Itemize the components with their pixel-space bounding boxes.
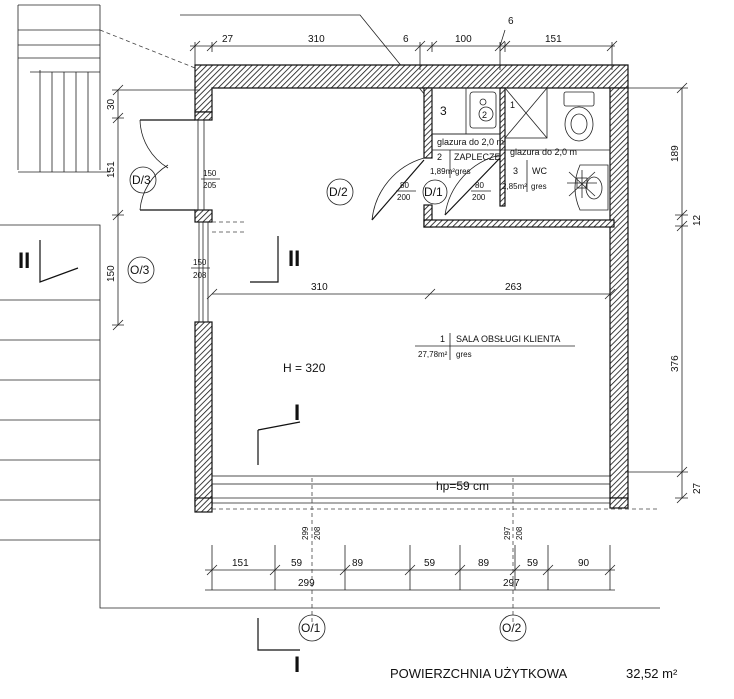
top-dim-2: 310 bbox=[308, 34, 325, 45]
bottom-dim-1: 151 bbox=[232, 558, 249, 569]
usable-area-value: 32,52 m² bbox=[626, 666, 678, 681]
usable-area-label: POWIERZCHNIA UŻYTKOWA bbox=[390, 666, 568, 681]
partition-a bbox=[423, 87, 433, 159]
axis-dim-3: 297 bbox=[503, 526, 512, 540]
top-dim-5: 151 bbox=[545, 34, 562, 45]
door-d2-w: 80 bbox=[400, 181, 409, 190]
drain-icon bbox=[567, 170, 597, 198]
bottom-dim-5: 89 bbox=[478, 558, 490, 569]
labels: 27 310 6 100 151 6 30 151 150 189 12 376… bbox=[18, 16, 703, 681]
glazura-label-2: glazura do 2,0 m bbox=[510, 147, 577, 157]
section-mark-i-top: I bbox=[294, 400, 300, 425]
bottom-dim-total-1: 299 bbox=[298, 578, 315, 589]
wall-left-top bbox=[194, 111, 213, 121]
dimension-lines bbox=[112, 29, 688, 625]
left-dim-1: 30 bbox=[106, 98, 117, 110]
room2-area: 1,89m² bbox=[430, 167, 455, 176]
axis-dim-2: 208 bbox=[313, 526, 322, 540]
door-d3-w: 150 bbox=[203, 169, 217, 178]
wall-top bbox=[194, 64, 629, 113]
sill-height: hp=59 cm bbox=[436, 479, 489, 493]
axis-dim-1: 299 bbox=[301, 526, 310, 540]
bottom-dim-4: 59 bbox=[424, 558, 436, 569]
room3wc-floor: gres bbox=[531, 182, 547, 191]
section-markers bbox=[39, 236, 301, 651]
shower bbox=[504, 87, 548, 139]
context-lines bbox=[0, 4, 660, 609]
mid-dim-2: 263 bbox=[505, 282, 522, 293]
room2-name: ZAPLECZE bbox=[454, 152, 501, 162]
top-dim-3: 6 bbox=[403, 34, 409, 45]
room-number-3: 3 bbox=[440, 104, 447, 118]
room1-name: SALA OBSŁUGI KLIENTA bbox=[456, 334, 560, 344]
axis-dim-4: 208 bbox=[515, 526, 524, 540]
bottom-dim-7: 90 bbox=[578, 558, 590, 569]
right-dim-3: 376 bbox=[670, 355, 681, 372]
door-d1-h: 200 bbox=[472, 193, 486, 202]
room2-floor: gres bbox=[455, 167, 471, 176]
section-mark-i-bottom: I bbox=[294, 652, 300, 677]
room2-number: 2 bbox=[437, 152, 442, 162]
window-o3-w: 150 bbox=[193, 258, 207, 267]
wall-right bbox=[609, 87, 629, 499]
cabinet-number: 2 bbox=[482, 110, 487, 120]
top-dim-extra: 6 bbox=[508, 16, 514, 27]
bottom-dim-3: 89 bbox=[352, 558, 364, 569]
door-d2 bbox=[371, 157, 425, 221]
room3wc-area: 2,85m² bbox=[502, 182, 527, 191]
washbasin-icon bbox=[574, 164, 609, 211]
door-d3 bbox=[139, 119, 205, 211]
room1-number: 1 bbox=[440, 334, 445, 344]
partition-horizontal bbox=[423, 219, 615, 228]
window-o3-h: 208 bbox=[193, 271, 207, 280]
right-dim-1: 189 bbox=[670, 145, 681, 162]
section-mark-ii-left: II bbox=[18, 248, 30, 273]
right-dim-2: 12 bbox=[692, 214, 703, 226]
bottom-dim-2: 59 bbox=[291, 558, 303, 569]
door-d1-w: 80 bbox=[475, 181, 484, 190]
window-tag-o1: O/1 bbox=[301, 621, 321, 635]
window-tag-o3: O/3 bbox=[130, 263, 150, 277]
glazura-label-1: glazura do 2,0 m bbox=[437, 137, 504, 147]
top-dim-1: 27 bbox=[222, 34, 234, 45]
walls bbox=[194, 64, 629, 513]
window-tag-o2: O/2 bbox=[502, 621, 522, 635]
door-d2-h: 200 bbox=[397, 193, 411, 202]
wall-bottom-right bbox=[609, 497, 629, 509]
room3wc-name: WC bbox=[532, 166, 547, 176]
shower-number: 1 bbox=[510, 100, 515, 110]
left-dim-3: 150 bbox=[106, 265, 117, 282]
fixtures bbox=[431, 87, 610, 211]
section-mark-ii-right: II bbox=[288, 246, 300, 271]
wall-left-mid bbox=[194, 209, 213, 223]
mid-dim-1: 310 bbox=[311, 282, 328, 293]
door-d1 bbox=[444, 154, 501, 216]
wall-left-bottom bbox=[194, 321, 213, 506]
room1-floor: gres bbox=[456, 350, 472, 359]
wall-bottom-left bbox=[194, 497, 213, 513]
bottom-dim-6: 59 bbox=[527, 558, 539, 569]
window-left bbox=[198, 221, 245, 323]
partition-c bbox=[499, 87, 506, 207]
room3wc-number: 3 bbox=[513, 166, 518, 176]
door-tag-d2: D/2 bbox=[329, 185, 348, 199]
left-dim-2: 151 bbox=[106, 161, 117, 178]
toilet-icon bbox=[563, 91, 595, 142]
door-d3-h: 205 bbox=[203, 181, 217, 190]
door-tag-d1: D/1 bbox=[424, 185, 443, 199]
door-tag-d3: D/3 bbox=[132, 173, 151, 187]
room1-area: 27,78m² bbox=[418, 350, 448, 359]
window-bottom bbox=[211, 475, 660, 510]
bottom-dim-total-2: 297 bbox=[503, 578, 520, 589]
top-dim-4: 100 bbox=[455, 34, 472, 45]
right-dim-4: 27 bbox=[692, 482, 703, 494]
ceiling-height: H = 320 bbox=[283, 361, 326, 375]
